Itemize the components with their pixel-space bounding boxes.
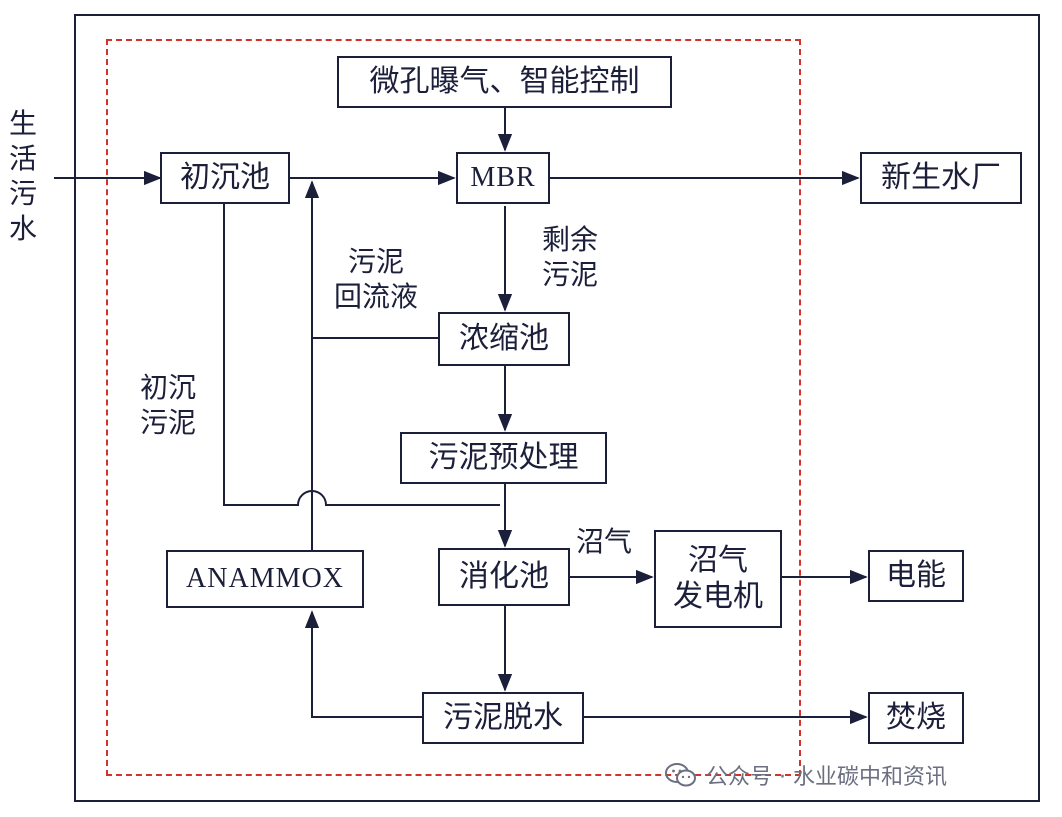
anammox-box: ANAMMOX <box>166 550 364 608</box>
watermark: 公众号 · 水业碳中和资讯 <box>664 758 947 792</box>
sludge-dewatering-box: 污泥脱水 <box>422 692 584 744</box>
thickener-box: 浓缩池 <box>438 312 570 366</box>
dewatering-to-anammox-arrow <box>304 610 422 718</box>
incineration-box: 焚烧 <box>868 692 964 744</box>
biogas-label: 沼气 <box>576 525 633 558</box>
watermark-text: 公众号 · 水业碳中和资讯 <box>706 765 947 790</box>
return-liquor-label: 污泥 回流液 <box>320 244 432 314</box>
wechat-icon <box>665 763 696 787</box>
new-water-plant-box: 新生水厂 <box>860 152 1022 204</box>
electricity-box: 电能 <box>868 550 964 602</box>
biogas-generator-box: 沼气 发电机 <box>654 530 782 628</box>
excess-sludge-line-1: 剩余 <box>542 223 599 256</box>
aeration-control-box: 微孔曝气、智能控制 <box>337 56 672 108</box>
primary-sludge-line-1: 初沉 <box>140 371 197 404</box>
influent-label: 生活污水 <box>8 107 37 245</box>
return-liquor-line-1: 污泥 <box>347 245 404 278</box>
return-liquor-line-2: 回流液 <box>333 280 418 313</box>
excess-sludge-label: 剩余 污泥 <box>542 222 598 292</box>
outer-boundary <box>74 14 1040 802</box>
digester-box: 消化池 <box>438 548 570 606</box>
mbr-box: MBR <box>456 152 550 204</box>
excess-sludge-line-2: 污泥 <box>542 258 599 291</box>
sludge-pretreatment-box: 污泥预处理 <box>400 432 607 484</box>
primary-clarifier-box: 初沉池 <box>160 152 290 204</box>
generator-line-2: 发电机 <box>673 579 763 614</box>
plant-boundary-dashed <box>106 39 801 776</box>
primary-sludge-label: 初沉 污泥 <box>140 370 196 440</box>
generator-line-1: 沼气 <box>688 543 748 578</box>
primary-sludge-line-2: 污泥 <box>140 406 197 439</box>
primary-sludge-line <box>223 200 500 506</box>
